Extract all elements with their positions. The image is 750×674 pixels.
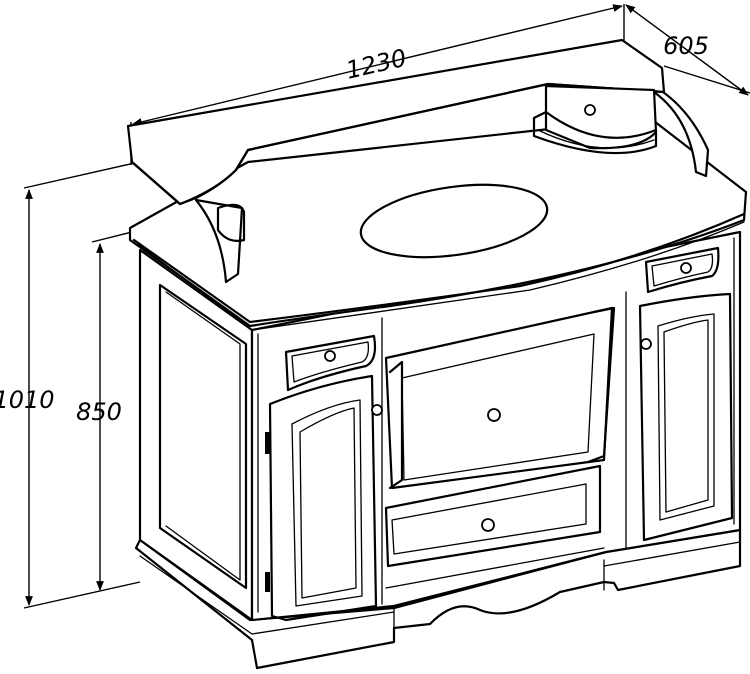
dimension-lines	[23, 4, 750, 609]
left-door-hinge-top	[265, 432, 270, 454]
left-door-knob	[371, 404, 383, 416]
center-panel	[384, 306, 616, 490]
countertop	[128, 116, 748, 331]
upper-shelf	[126, 38, 710, 284]
left-door	[265, 374, 383, 622]
right-door-knob	[640, 338, 652, 350]
total-height-dimension-label: 1010	[0, 386, 55, 414]
center-panel-knob	[487, 408, 501, 422]
left-drawer-knob	[324, 350, 336, 362]
bottom-drawer-knob	[481, 518, 495, 532]
cabinet-height-dimension-label: 850	[76, 398, 122, 426]
right-door	[638, 292, 734, 542]
left-drawer	[284, 334, 377, 392]
right-drawer-knob	[680, 262, 692, 274]
plinth	[134, 528, 742, 670]
bottom-drawer	[384, 464, 605, 589]
shelf-drawer-knob	[584, 104, 596, 116]
sink-bowl	[359, 183, 549, 259]
right-drawer	[644, 246, 720, 294]
left-door-hinge-bottom	[265, 572, 270, 592]
depth-dimension-label: 605	[663, 32, 709, 60]
